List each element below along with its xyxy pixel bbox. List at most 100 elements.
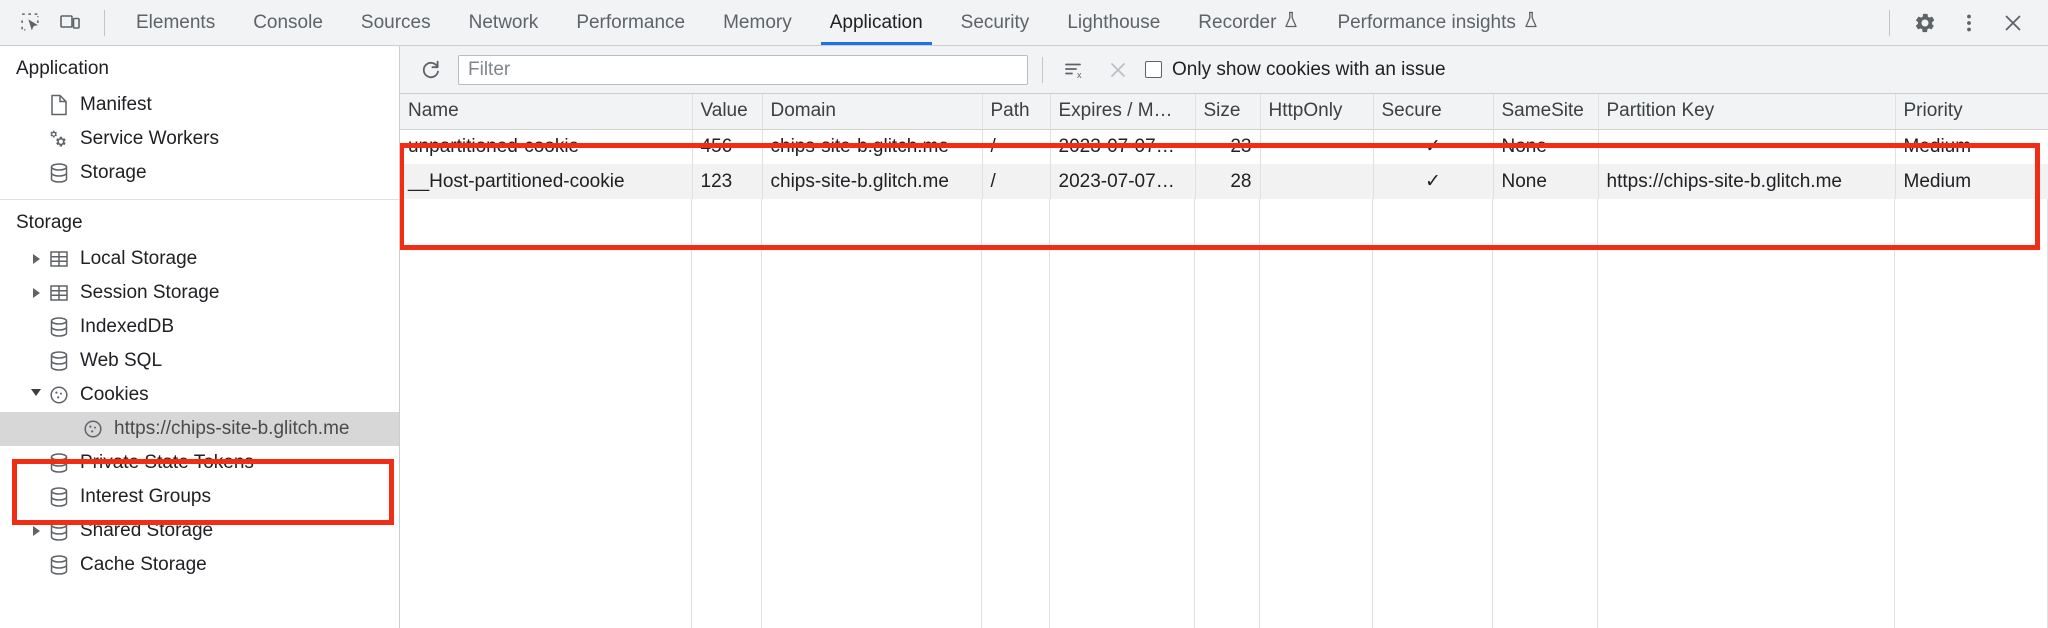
sidebar-item-service-workers[interactable]: Service Workers bbox=[0, 122, 399, 156]
chevron-right-icon[interactable] bbox=[28, 251, 44, 267]
inspect-element-icon[interactable] bbox=[12, 5, 48, 41]
table-row[interactable]: unpartitioned-cookie 456 chips-site-b.gl… bbox=[400, 129, 2048, 164]
table-icon bbox=[46, 248, 72, 270]
sidebar-item-cookie-origin[interactable]: https://chips-site-b.glitch.me bbox=[0, 412, 399, 446]
tab-label: Security bbox=[960, 11, 1030, 33]
column-header-expires[interactable]: Expires / M… bbox=[1050, 94, 1196, 130]
clear-filter-icon[interactable]: x bbox=[1057, 53, 1091, 87]
sidebar-item-label: IndexedDB bbox=[80, 316, 175, 337]
chevron-down-icon[interactable] bbox=[28, 387, 44, 403]
cell-partition-key[interactable] bbox=[1598, 129, 1896, 164]
database-icon bbox=[46, 350, 72, 372]
only-issues-checkbox-wrapper[interactable]: Only show cookies with an issue bbox=[1145, 59, 1446, 81]
tab-label: Performance insights bbox=[1337, 11, 1516, 33]
sidebar-item-storage[interactable]: Storage bbox=[0, 156, 399, 190]
column-header-partition-key[interactable]: Partition Key bbox=[1598, 94, 1896, 130]
cell-size[interactable]: 23 bbox=[1195, 129, 1261, 164]
column-header-domain[interactable]: Domain bbox=[762, 94, 983, 130]
refresh-icon[interactable] bbox=[414, 53, 448, 87]
cell-samesite[interactable]: None bbox=[1493, 164, 1599, 199]
column-header-path[interactable]: Path bbox=[982, 94, 1051, 130]
cell-path[interactable]: / bbox=[982, 164, 1051, 199]
cell-priority[interactable]: Medium bbox=[1895, 129, 2048, 164]
cell-value[interactable]: 456 bbox=[692, 129, 763, 164]
cell-httponly[interactable] bbox=[1260, 164, 1374, 199]
filler-col bbox=[982, 199, 1050, 628]
tab-security[interactable]: Security bbox=[942, 0, 1049, 45]
tab-sources[interactable]: Sources bbox=[342, 0, 450, 45]
tab-elements[interactable]: Elements bbox=[117, 0, 234, 45]
sidebar-item-indexeddb[interactable]: IndexedDB bbox=[0, 310, 399, 344]
tab-network[interactable]: Network bbox=[450, 0, 558, 45]
chevron-right-icon[interactable] bbox=[28, 523, 44, 539]
close-icon[interactable] bbox=[1992, 2, 2034, 44]
tab-label: Performance bbox=[576, 11, 686, 33]
cell-samesite[interactable]: None bbox=[1493, 129, 1599, 164]
tab-recorder[interactable]: Recorder bbox=[1179, 0, 1318, 45]
cell-name[interactable]: __Host-partitioned-cookie bbox=[400, 164, 693, 199]
cell-domain[interactable]: chips-site-b.glitch.me bbox=[762, 129, 983, 164]
tab-performance-insights[interactable]: Performance insights bbox=[1318, 0, 1557, 45]
sidebar-item-local-storage[interactable]: Local Storage bbox=[0, 242, 399, 276]
tab-console[interactable]: Console bbox=[234, 0, 342, 45]
cell-partition-key[interactable]: https://chips-site-b.glitch.me bbox=[1598, 164, 1896, 199]
sidebar-item-cache-storage[interactable]: Cache Storage bbox=[0, 548, 399, 582]
cell-priority[interactable]: Medium bbox=[1895, 164, 2048, 199]
sidebar-section-storage-title: Storage bbox=[16, 212, 83, 233]
column-header-size[interactable]: Size bbox=[1195, 94, 1261, 130]
panel-tab-list: Elements Console Sources Network Perform… bbox=[117, 0, 1877, 45]
sidebar-item-label: Service Workers bbox=[80, 128, 220, 149]
cell-secure[interactable]: ✓ bbox=[1373, 164, 1494, 199]
cell-expires[interactable]: 2023-07-07… bbox=[1050, 164, 1196, 199]
application-sidebar: Application Manifest Service Workers bbox=[0, 46, 400, 628]
tab-application[interactable]: Application bbox=[811, 0, 942, 45]
sidebar-item-label: Shared Storage bbox=[80, 520, 214, 541]
column-header-priority[interactable]: Priority bbox=[1895, 94, 2048, 130]
tab-memory[interactable]: Memory bbox=[704, 0, 811, 45]
filter-input[interactable] bbox=[458, 54, 1028, 85]
sidebar-item-session-storage[interactable]: Session Storage bbox=[0, 276, 399, 310]
cookie-icon bbox=[80, 418, 106, 440]
sidebar-item-manifest[interactable]: Manifest bbox=[0, 88, 399, 122]
cell-domain[interactable]: chips-site-b.glitch.me bbox=[762, 164, 983, 199]
gear-icon[interactable] bbox=[1904, 2, 1946, 44]
database-icon bbox=[46, 486, 72, 508]
table-row[interactable]: __Host-partitioned-cookie 123 chips-site… bbox=[400, 164, 2048, 199]
column-header-httponly[interactable]: HttpOnly bbox=[1260, 94, 1374, 130]
cell-expires[interactable]: 2023-07-07… bbox=[1050, 129, 1196, 164]
devtools-body: Application Manifest Service Workers bbox=[0, 46, 2048, 628]
sidebar-item-shared-storage[interactable]: Shared Storage bbox=[0, 514, 399, 548]
service-workers-gears-icon bbox=[46, 127, 72, 151]
manifest-document-icon bbox=[46, 94, 72, 116]
sidebar-item-label: Local Storage bbox=[80, 248, 198, 269]
database-icon bbox=[46, 554, 72, 576]
sidebar-item-label: Session Storage bbox=[80, 282, 220, 303]
filler-col bbox=[400, 199, 692, 628]
cookies-table-wrapper: Name Value Domain Path Expires / M… Size… bbox=[400, 94, 2048, 628]
cell-httponly[interactable] bbox=[1260, 129, 1374, 164]
sidebar-item-interest-groups[interactable]: Interest Groups bbox=[0, 480, 399, 514]
tab-performance[interactable]: Performance bbox=[557, 0, 704, 45]
tab-label: Network bbox=[468, 11, 539, 33]
device-toolbar-icon[interactable] bbox=[52, 5, 88, 41]
toolbar-divider-right bbox=[1889, 9, 1890, 36]
tab-lighthouse[interactable]: Lighthouse bbox=[1048, 0, 1179, 45]
cell-path[interactable]: / bbox=[982, 129, 1051, 164]
sidebar-item-cookies[interactable]: Cookies bbox=[0, 378, 399, 412]
tab-label: Sources bbox=[360, 11, 431, 33]
delete-cookie-icon[interactable] bbox=[1101, 53, 1135, 87]
only-issues-checkbox[interactable] bbox=[1145, 61, 1162, 78]
column-header-samesite[interactable]: SameSite bbox=[1493, 94, 1599, 130]
more-options-icon[interactable] bbox=[1948, 2, 1990, 44]
column-header-secure[interactable]: Secure bbox=[1373, 94, 1494, 130]
chevron-right-icon[interactable] bbox=[28, 285, 44, 301]
column-header-value[interactable]: Value bbox=[692, 94, 763, 130]
cell-secure[interactable]: ✓ bbox=[1373, 129, 1494, 164]
filler-col bbox=[692, 199, 762, 628]
cell-value[interactable]: 123 bbox=[692, 164, 763, 199]
cell-size[interactable]: 28 bbox=[1195, 164, 1261, 199]
sidebar-item-private-state-tokens[interactable]: Private State Tokens bbox=[0, 446, 399, 480]
cell-name[interactable]: unpartitioned-cookie bbox=[400, 129, 693, 164]
column-header-name[interactable]: Name bbox=[400, 94, 693, 130]
sidebar-item-web-sql[interactable]: Web SQL bbox=[0, 344, 399, 378]
